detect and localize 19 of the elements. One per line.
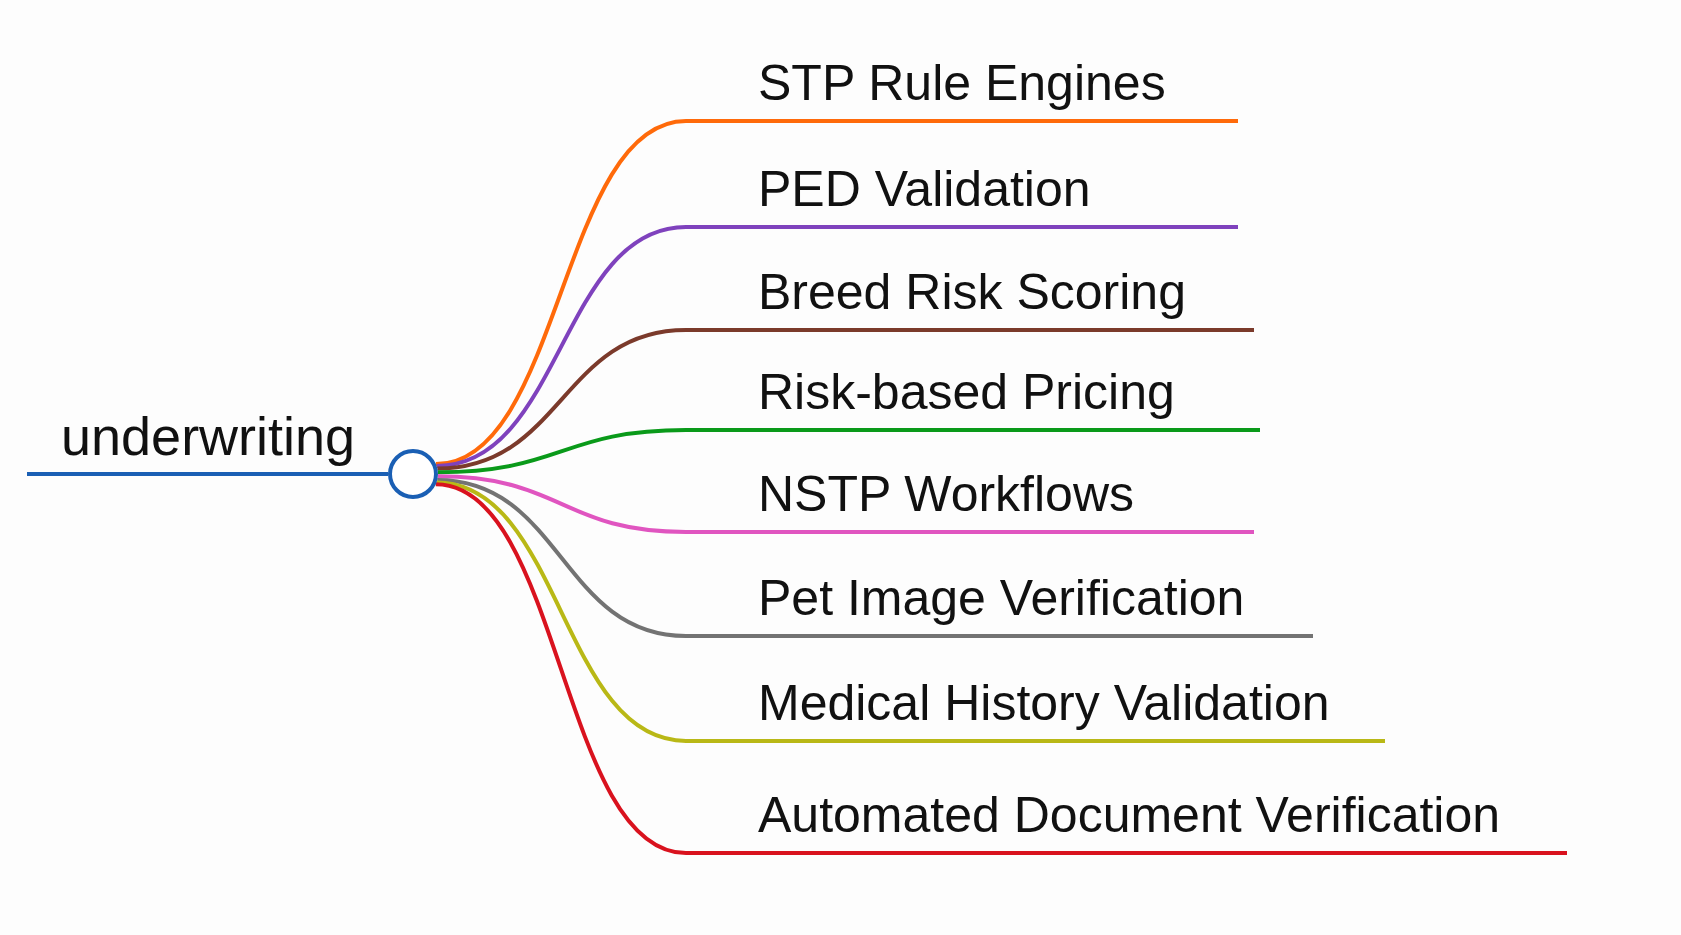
- branch-line: [437, 328, 687, 471]
- branch-line: [437, 478, 687, 638]
- branch-topic: PED Validation: [686, 156, 1238, 229]
- branch-topic: Pet Image Verification: [686, 565, 1313, 638]
- branch-topic: NSTP Workflows: [686, 461, 1254, 534]
- branch-line: [436, 480, 687, 743]
- branch-line: [435, 482, 687, 855]
- branch-topic: Risk-based Pricing: [686, 359, 1260, 432]
- root-topic: underwriting: [27, 399, 362, 476]
- branch-line: [436, 225, 687, 468]
- branch-topic: STP Rule Engines: [686, 50, 1238, 123]
- branch-line: [362, 472, 388, 476]
- branch-topic: Breed Risk Scoring: [686, 259, 1254, 332]
- branch-topic: Medical History Validation: [686, 670, 1385, 743]
- branch-line: [437, 474, 687, 534]
- branch-line: [437, 428, 687, 475]
- hub-circle: [388, 449, 438, 499]
- branch-line: [435, 119, 687, 466]
- branch-topic: Automated Document Verification: [686, 782, 1567, 855]
